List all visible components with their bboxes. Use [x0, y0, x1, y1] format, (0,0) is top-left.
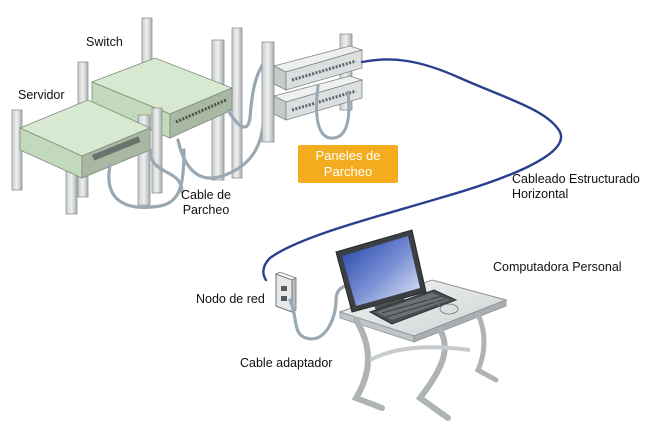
- mouse: [439, 303, 459, 315]
- label-cable-adaptador: Cable adaptador: [240, 356, 333, 370]
- adapter-cable: [288, 284, 350, 341]
- keyboard: [368, 289, 458, 325]
- label-paneles-line1: Paneles de: [315, 148, 381, 163]
- patch-panel-highlight: [298, 145, 398, 183]
- label-paneles-line2: Parcheo: [323, 164, 373, 179]
- panel-jumper: [315, 84, 351, 140]
- label-servidor: Servidor: [18, 88, 65, 102]
- mouse-cord: [419, 298, 441, 307]
- server-device: [18, 99, 152, 179]
- label-cableado-horizontal: Cableado Estructurado Horizontal: [512, 172, 640, 202]
- label-cable-parcheo: Cable de Parcheo: [176, 188, 236, 218]
- wall-outlet: [275, 271, 297, 313]
- label-cable-parcheo-line2: Parcheo: [182, 203, 230, 217]
- switch-device: [90, 57, 234, 139]
- label-cableado-line2: Horizontal: [512, 187, 569, 201]
- label-cable-parcheo-line1: Cable de: [180, 188, 232, 202]
- monitor: [335, 229, 427, 318]
- label-cableado-line1: Cableado Estructurado: [512, 172, 640, 186]
- label-nodo-red: Nodo de red: [196, 292, 265, 306]
- label-computadora: Computadora Personal: [493, 260, 622, 274]
- label-paneles-parcheo: Paneles de Parcheo: [298, 145, 398, 183]
- label-switch: Switch: [86, 35, 123, 49]
- horizontal-cable: [262, 58, 563, 282]
